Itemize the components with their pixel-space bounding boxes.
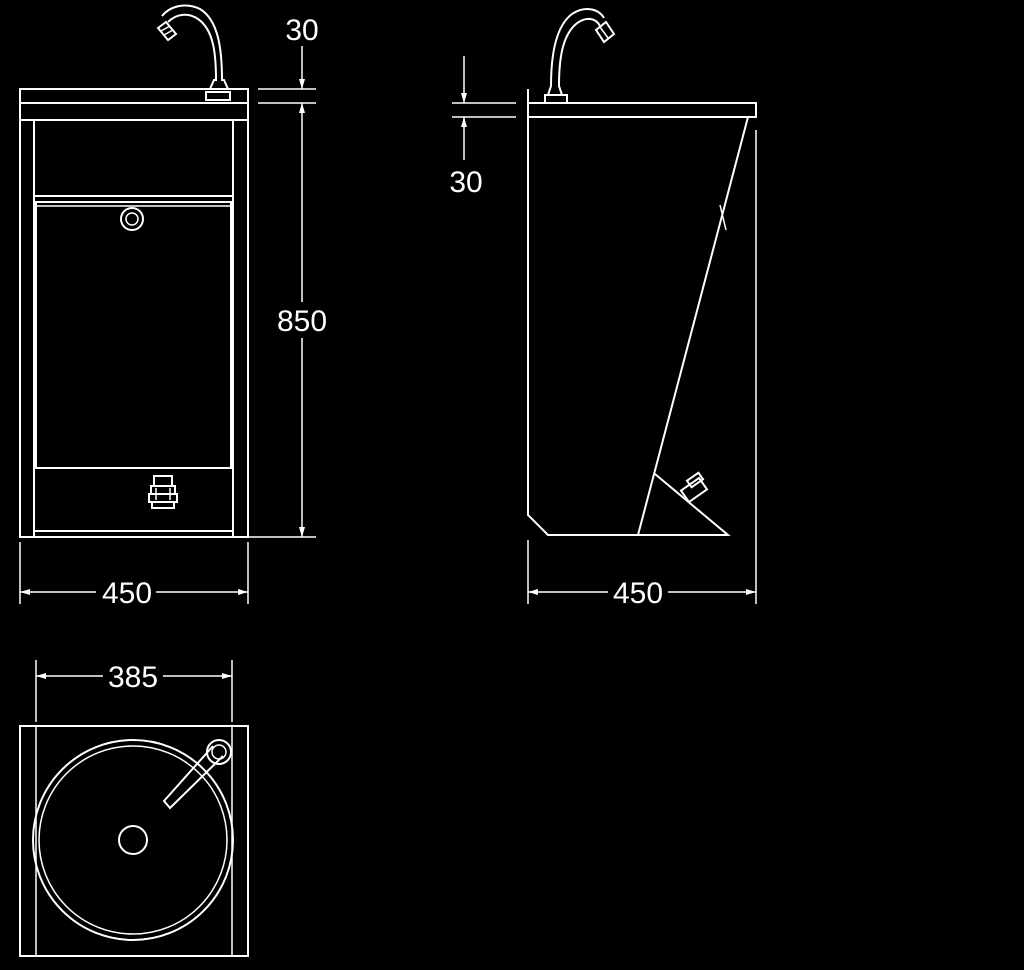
top-faucet-icon (162, 739, 232, 810)
side-body-outline (527, 116, 749, 536)
front-body-outline (19, 120, 249, 538)
front-dim-top-thickness: 30 (285, 14, 318, 47)
front-dim-height: 850 (277, 305, 327, 338)
side-dim-top-thickness: 30 (449, 166, 482, 199)
drain-icon (120, 207, 144, 231)
top-view: 385 (19, 658, 249, 957)
faucet-icon (156, 4, 231, 101)
front-view: 30 850 450 (19, 4, 332, 610)
front-top-band (19, 102, 249, 121)
front-kick-panel (33, 467, 234, 532)
side-knee-valve-icon (679, 471, 709, 504)
front-dim-width: 450 (102, 577, 152, 610)
side-view: 30 450 (449, 8, 757, 610)
basin-bowl (32, 739, 234, 941)
front-door-panel (35, 201, 232, 469)
side-countertop (527, 102, 757, 118)
side-dim-depth: 450 (613, 577, 663, 610)
top-dim-inner-width: 385 (108, 661, 158, 694)
top-drain-icon (118, 825, 148, 855)
knee-valve-icon (148, 475, 178, 509)
top-outline (19, 725, 249, 957)
side-faucet-icon (544, 8, 616, 104)
